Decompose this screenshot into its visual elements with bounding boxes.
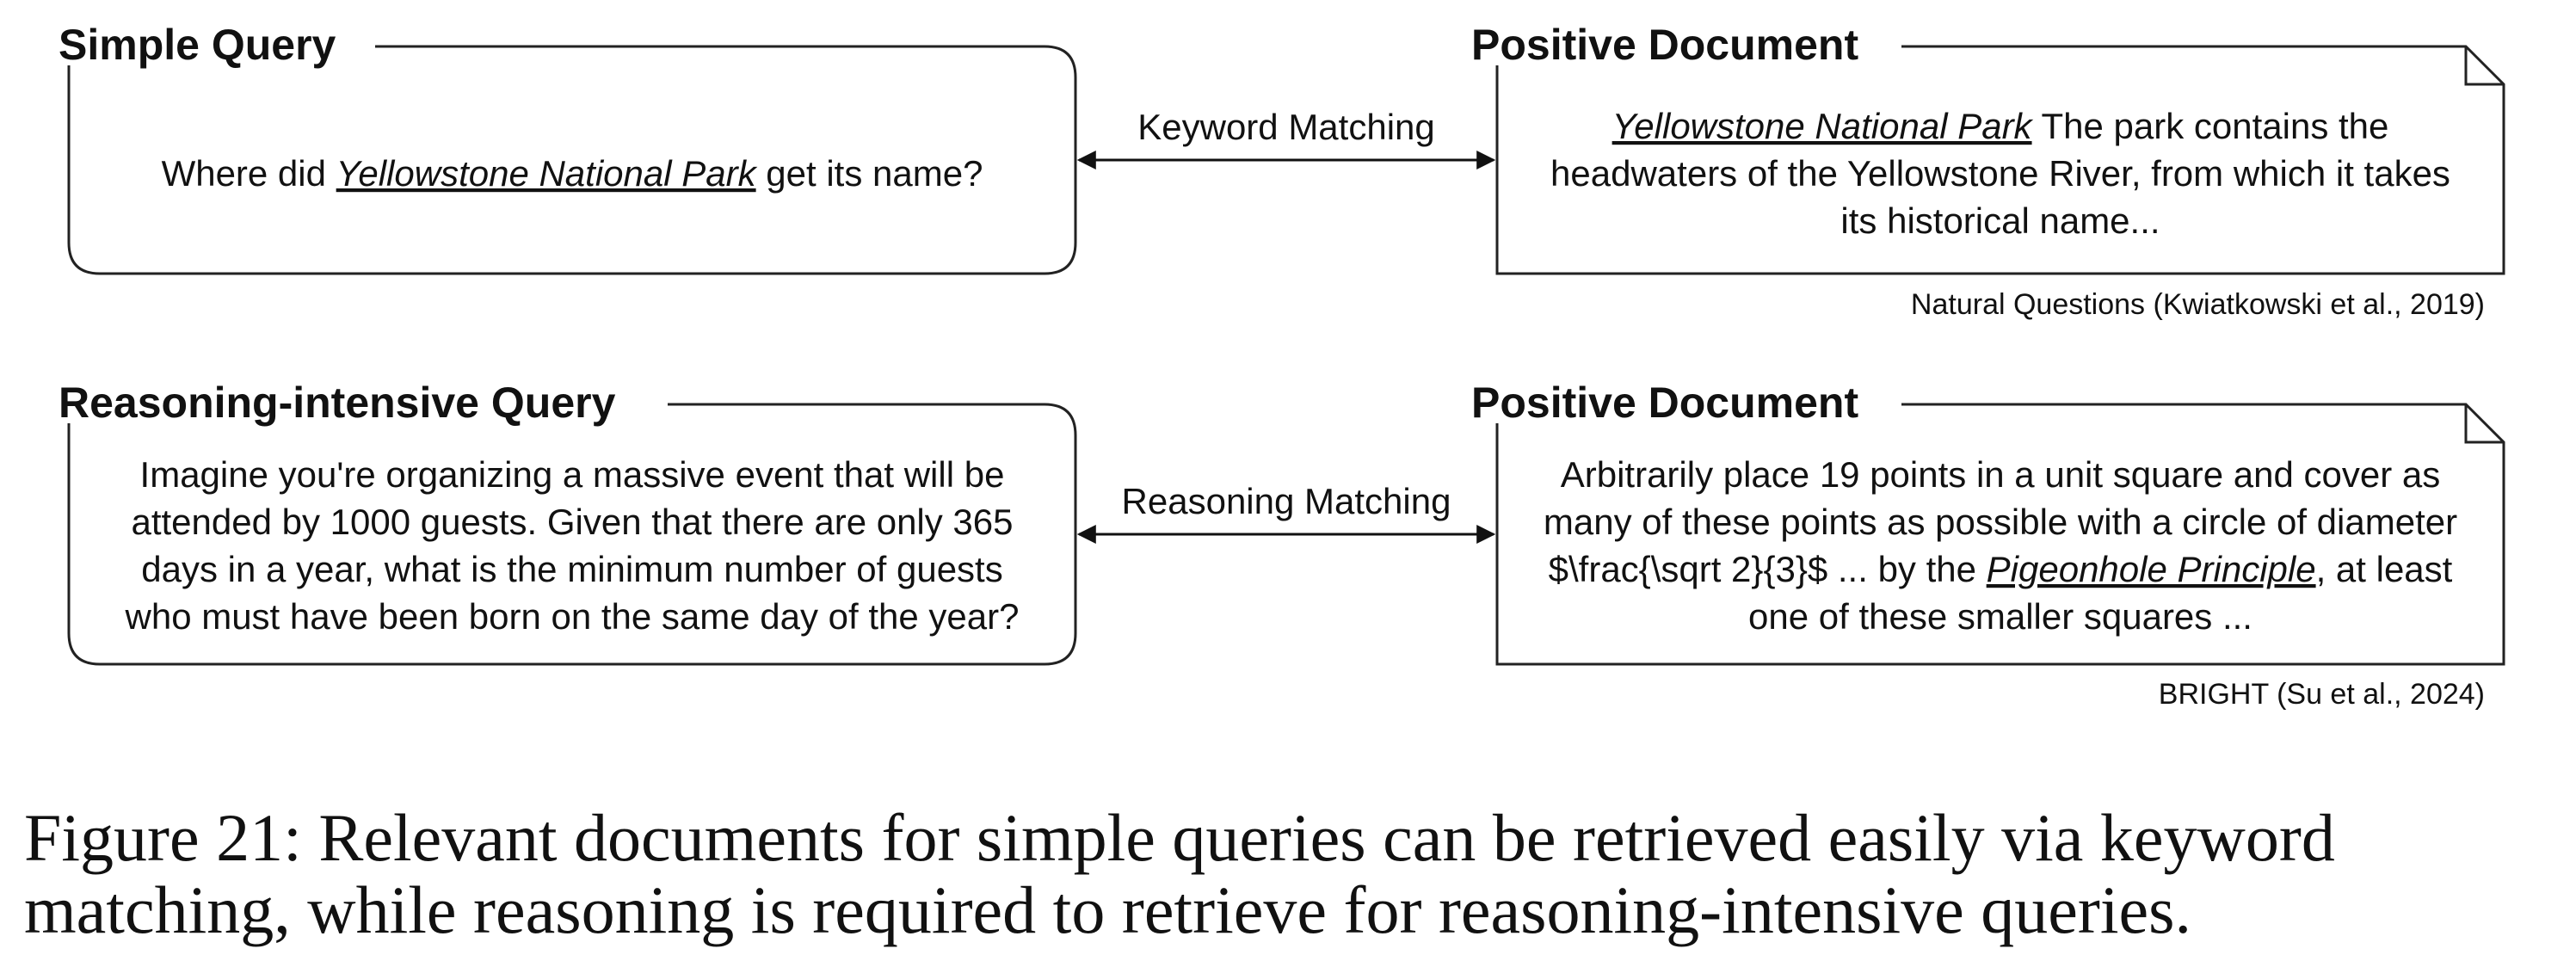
panel-1-query-box bbox=[67, 45, 1077, 275]
panel-2-document-fold bbox=[2464, 404, 2504, 444]
panel-1-query-title: Simple Query bbox=[59, 21, 336, 69]
panel-2-document-text-line-2: many of these points as possible with a … bbox=[1544, 502, 2457, 542]
panel-2-query-text-line-3: days in a year, what is the minimum numb… bbox=[141, 549, 1002, 589]
panel-2-document-title: Positive Document bbox=[1471, 379, 1858, 427]
figure-caption-line-2: matching, while reasoning is required to… bbox=[24, 872, 2192, 947]
panel-2-query-text-line-1: Imagine you're organizing a massive even… bbox=[140, 454, 1005, 495]
panel-1-document-box bbox=[1495, 45, 2505, 275]
panel-2-document-box bbox=[1495, 403, 2505, 666]
panel-1-document-title: Positive Document bbox=[1471, 21, 1858, 69]
panel-2-document-text-line-1: Arbitrarily place 19 points in a unit sq… bbox=[1561, 454, 2441, 495]
panel-1-document-text-line-2: headwaters of the Yellowstone River, fro… bbox=[1550, 153, 2450, 194]
panel-2-document-text-line-4: one of these smaller squares ... bbox=[1748, 596, 2252, 637]
panel-2-document-text-line-3: $\frac{\sqrt 2}{3}$ ... by the Pigeonhol… bbox=[1549, 549, 2453, 589]
panel-1-document-text-line-1: Yellowstone National Park The park conta… bbox=[1612, 106, 2389, 146]
panel-1-source-citation: Natural Questions (Kwiatkowski et al., 2… bbox=[1911, 288, 2485, 321]
panel-1-document-fold bbox=[2464, 46, 2504, 86]
panel-1-document-text-line-3: its historical name... bbox=[1840, 200, 2160, 241]
panel-2-query-text-line-2: attended by 1000 guests. Given that ther… bbox=[131, 502, 1013, 542]
panel-2-query-title: Reasoning-intensive Query bbox=[59, 379, 616, 427]
panel-2-source-citation: BRIGHT (Su et al., 2024) bbox=[2159, 678, 2485, 711]
panel-2-query-box bbox=[67, 403, 1077, 666]
panel-2-query-text-line-4: who must have been born on the same day … bbox=[125, 596, 1020, 637]
panel-1-query-text-line-1: Where did Yellowstone National Park get … bbox=[162, 153, 983, 194]
panel-1-arrow-label: Keyword Matching bbox=[1137, 107, 1435, 147]
figure-caption-line-1: Figure 21: Relevant documents for simple… bbox=[24, 800, 2335, 875]
panel-2-arrow-label: Reasoning Matching bbox=[1122, 481, 1451, 521]
